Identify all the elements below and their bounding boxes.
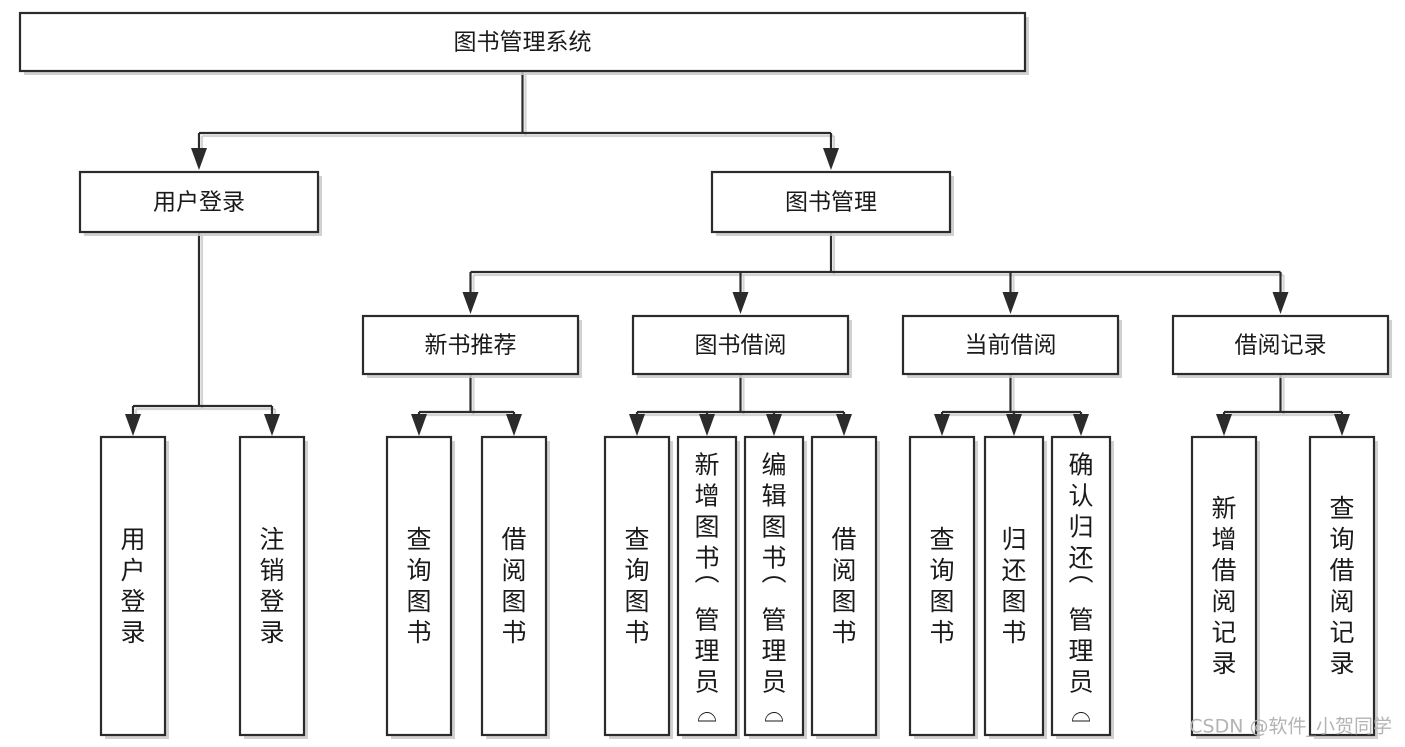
box-outline — [361, 314, 580, 376]
node-label: 归还图书 — [1001, 525, 1026, 647]
node-submodule-newbook[interactable]: 新书推荐 — [361, 314, 582, 378]
node-leaf-borrow-lend[interactable]: 借阅图书 — [810, 435, 880, 739]
node-label: 用户登录 — [120, 525, 145, 647]
box-outline — [810, 435, 878, 737]
node-submodule-record[interactable]: 借阅记录 — [1171, 314, 1392, 378]
box-outline — [1190, 435, 1258, 737]
node-root-system[interactable]: 图书管理系统 — [18, 11, 1029, 75]
arrow-head — [506, 414, 522, 436]
box-outline — [631, 314, 850, 376]
box-outline — [78, 170, 320, 234]
node-label: 编辑图书⌒管理员⌓ — [761, 450, 786, 727]
node-submodule-borrow[interactable]: 图书借阅 — [631, 314, 852, 378]
arrow-head — [1334, 414, 1350, 436]
arrow-head — [934, 414, 950, 436]
node-leaf-record-add[interactable]: 新增借阅记录 — [1190, 435, 1260, 739]
node-label: 新书推荐 — [425, 333, 517, 359]
arrow-head — [191, 148, 207, 170]
node-leaf-borrow-query[interactable]: 查询图书 — [603, 435, 673, 739]
node-label: 查询图书 — [624, 525, 649, 647]
node-label: 注销登录 — [259, 525, 284, 647]
arrow-head — [766, 414, 782, 436]
connector-layer — [125, 71, 1350, 436]
arrow-head — [629, 414, 645, 436]
node-label: 查询借阅记录 — [1329, 494, 1354, 678]
csdn-watermark: CSDN @软件_小贺同学 — [1189, 716, 1392, 738]
arrow-head — [411, 414, 427, 436]
arrow-head — [125, 414, 141, 436]
node-submodule-current[interactable]: 当前借阅 — [901, 314, 1122, 378]
box-outline — [603, 435, 671, 737]
arrow-head — [1073, 414, 1089, 436]
arrow-head — [264, 414, 280, 436]
box-outline — [18, 11, 1027, 73]
box-outline — [385, 435, 453, 737]
node-leaf-borrow-add[interactable]: 新增图书⌒管理员⌓ — [676, 435, 740, 739]
node-leaf-current-confirm[interactable]: 确认归还⌒管理员⌓ — [1050, 435, 1114, 739]
box-outline — [238, 435, 306, 737]
node-label: 借阅记录 — [1235, 333, 1327, 359]
node-layer: 图书管理系统用户登录图书管理新书推荐图书借阅当前借阅借阅记录用户登录注销登录查询… — [18, 11, 1392, 739]
node-label: 借阅图书 — [501, 525, 526, 647]
arrow-head — [1006, 414, 1022, 436]
node-label: 新增图书⌒管理员⌓ — [694, 450, 719, 727]
node-leaf-current-return[interactable]: 归还图书 — [983, 435, 1047, 739]
node-label: 用户登录 — [153, 190, 245, 216]
node-label: 图书借阅 — [695, 333, 787, 359]
node-label: 当前借阅 — [965, 333, 1057, 359]
node-module-bookmgr[interactable]: 图书管理 — [710, 170, 954, 236]
node-leaf-user-login[interactable]: 用户登录 — [99, 435, 169, 739]
arrow-head — [823, 148, 839, 170]
node-leaf-new-query[interactable]: 查询图书 — [385, 435, 455, 739]
node-leaf-user-logout[interactable]: 注销登录 — [238, 435, 308, 739]
box-outline — [901, 314, 1120, 376]
node-label: 新增借阅记录 — [1211, 494, 1236, 678]
box-outline — [908, 435, 976, 737]
arrow-head — [732, 292, 749, 314]
box-outline — [99, 435, 167, 737]
arrow-head — [462, 292, 479, 314]
box-outline — [1050, 435, 1112, 737]
box-outline — [1308, 435, 1376, 737]
box-outline — [676, 435, 738, 737]
box-outline — [983, 435, 1045, 737]
box-outline — [1171, 314, 1390, 376]
node-label: 图书管理系统 — [454, 30, 592, 56]
node-label: 确认归还⌒管理员⌓ — [1068, 450, 1093, 727]
node-leaf-borrow-edit[interactable]: 编辑图书⌒管理员⌓ — [743, 435, 807, 739]
node-leaf-record-query[interactable]: 查询借阅记录 — [1308, 435, 1378, 739]
arrow-head — [836, 414, 852, 436]
arrow-head — [1216, 414, 1232, 436]
node-label: 借阅图书 — [831, 525, 856, 647]
node-leaf-new-borrow[interactable]: 借阅图书 — [480, 435, 550, 739]
arrow-head — [1002, 292, 1019, 314]
node-label: 图书管理 — [785, 190, 877, 216]
node-label: 查询图书 — [929, 525, 954, 647]
box-outline — [743, 435, 805, 737]
node-leaf-current-query[interactable]: 查询图书 — [908, 435, 978, 739]
node-label: 查询图书 — [406, 525, 431, 647]
box-outline — [710, 170, 952, 234]
arrow-head — [699, 414, 715, 436]
box-outline — [480, 435, 548, 737]
node-module-login[interactable]: 用户登录 — [78, 170, 322, 236]
arrow-head — [1272, 292, 1289, 314]
